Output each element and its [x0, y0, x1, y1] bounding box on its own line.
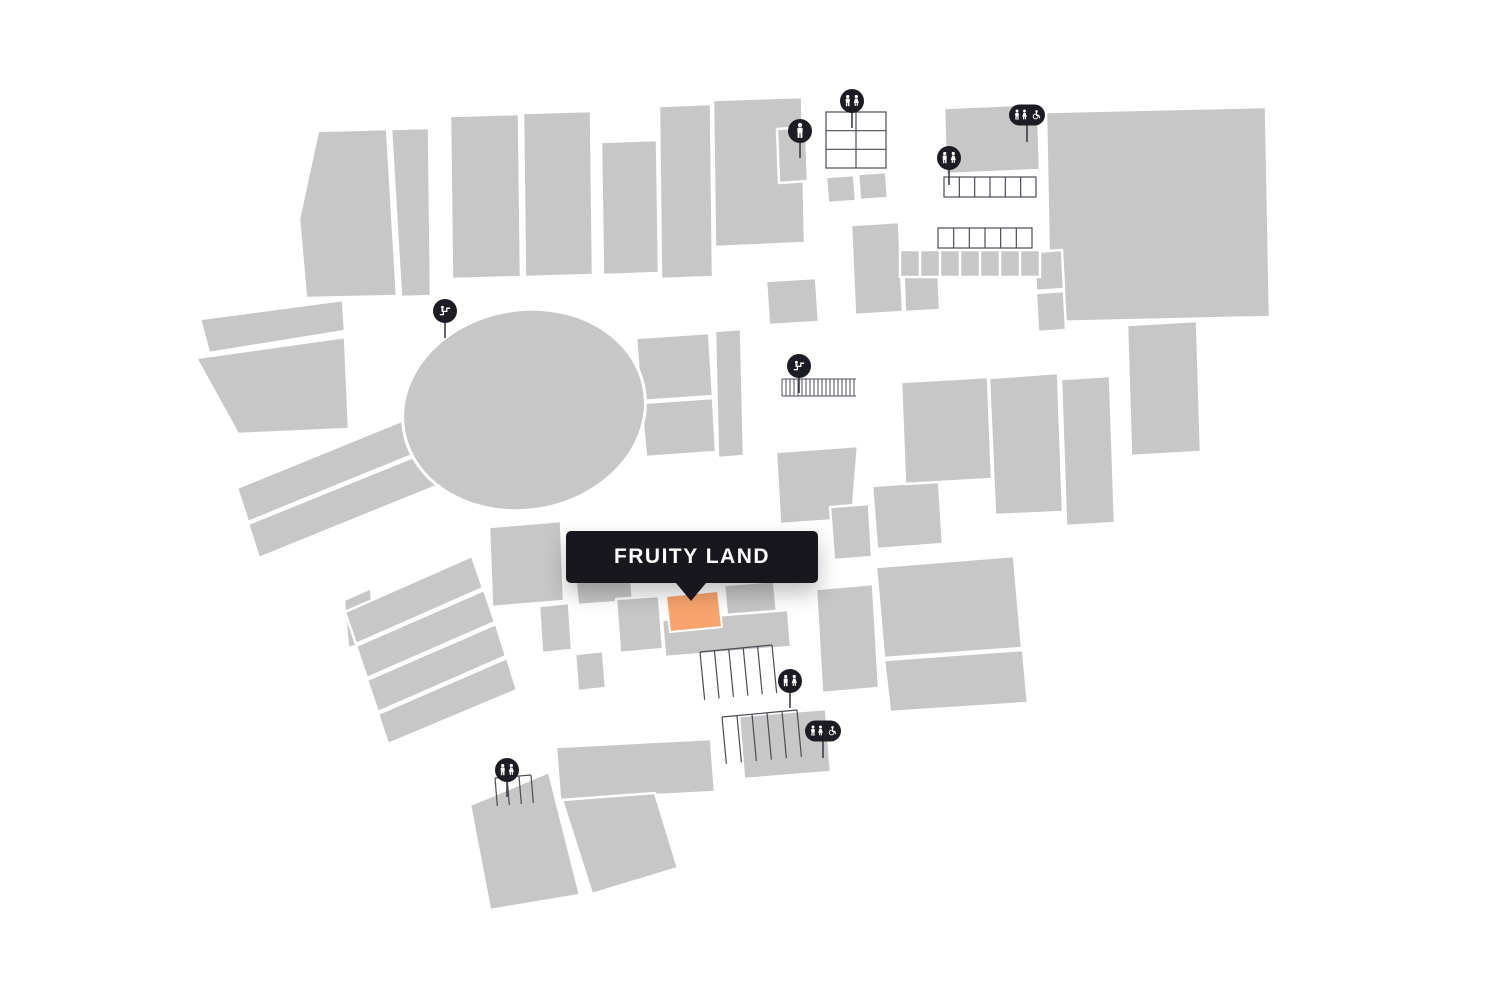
structure-grid [943, 176, 1037, 198]
restroom-accessible-icon [1009, 104, 1045, 142]
store-shape[interactable] [856, 170, 890, 202]
store-shape[interactable] [764, 276, 821, 327]
structure-grid [937, 227, 1033, 249]
shop-strip[interactable] [898, 248, 1042, 279]
store-shape[interactable] [814, 582, 881, 695]
stall-divider-row [721, 709, 802, 764]
store-shape[interactable] [614, 594, 665, 655]
store-shape[interactable] [468, 770, 582, 912]
structure-grid [825, 111, 887, 169]
store-shape[interactable] [297, 127, 399, 300]
store-shape[interactable] [657, 102, 715, 281]
escalator-hatch [781, 378, 856, 397]
store-shape[interactable] [521, 109, 595, 279]
restroom-accessible-icon [805, 720, 841, 758]
store-label-tooltip: FRUITY LAND [566, 531, 818, 601]
central-court-shape [401, 307, 647, 513]
store-shape[interactable] [899, 375, 994, 486]
store-shape[interactable] [194, 335, 351, 436]
stall-divider-row [699, 644, 778, 700]
restroom-icon [778, 669, 802, 708]
store-shape[interactable] [1034, 289, 1068, 334]
store-shape[interactable] [713, 327, 746, 460]
escalator-icon [787, 354, 811, 393]
store-shape[interactable] [849, 220, 905, 317]
store-shape[interactable] [343, 554, 485, 646]
store-shape[interactable] [198, 298, 347, 355]
store-shape[interactable] [824, 173, 858, 205]
escalator-icon [433, 299, 457, 338]
store-shape[interactable] [1044, 105, 1272, 324]
store-shape[interactable] [828, 502, 874, 562]
store-label: FRUITY LAND [613, 545, 771, 568]
store-shape[interactable] [560, 791, 680, 896]
store-shape[interactable] [599, 138, 661, 277]
store-shape[interactable] [1125, 319, 1203, 458]
store-shape[interactable] [389, 126, 433, 299]
restroom-icon [495, 758, 519, 797]
store-shape[interactable] [554, 737, 717, 802]
store-shape[interactable] [987, 371, 1065, 517]
store-shape[interactable] [365, 622, 508, 714]
store-shape[interactable] [376, 656, 519, 746]
tooltip-pointer [676, 583, 706, 601]
store-shape[interactable] [639, 396, 718, 459]
store-shape[interactable] [634, 331, 715, 403]
store-shape[interactable] [874, 554, 1024, 660]
restroom-icon [937, 146, 961, 185]
store-shape[interactable] [448, 112, 523, 281]
store-shape[interactable] [537, 601, 574, 655]
store-shape[interactable] [1059, 374, 1117, 528]
person-icon [788, 119, 812, 158]
store-shape[interactable] [487, 519, 566, 609]
restroom-icon [840, 89, 864, 128]
store-shape[interactable] [354, 588, 497, 680]
store-shape[interactable] [870, 479, 945, 551]
store-shape[interactable] [882, 648, 1030, 714]
store-shape[interactable] [573, 649, 608, 693]
